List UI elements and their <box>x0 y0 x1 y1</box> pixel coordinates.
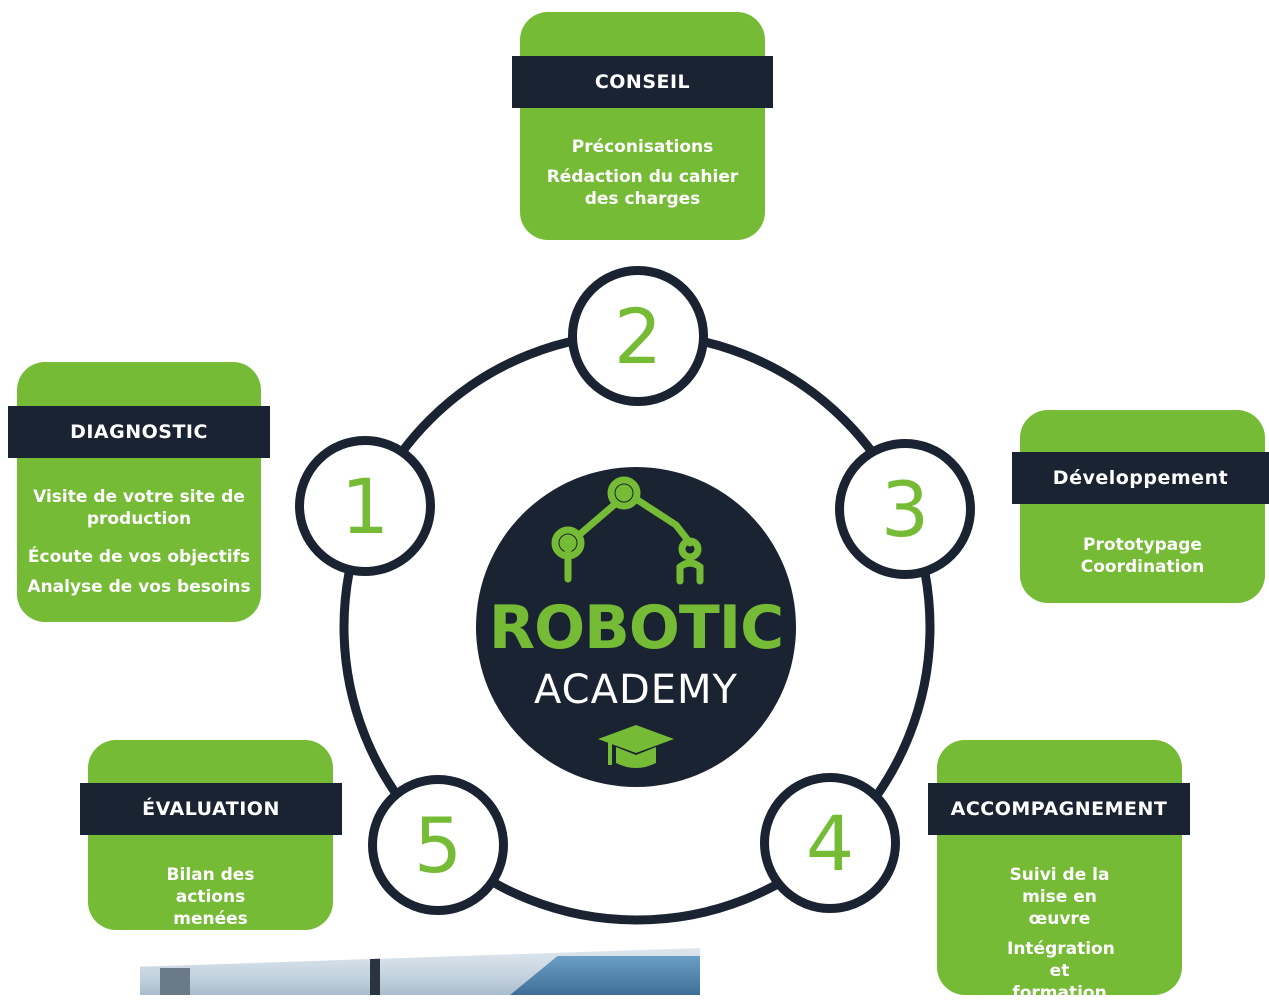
step-3-card: Prototypage Coordination <box>1020 410 1265 603</box>
step-4-card: Suivi de la mise en œuvre Intégration et… <box>937 740 1182 1003</box>
step-5-item-1: Bilan des actions menées <box>166 865 255 929</box>
step-4-number: 4 <box>760 773 900 913</box>
step-2-item-1: Préconisations <box>571 137 714 157</box>
step-1-item-3: Analyse de vos besoins <box>27 577 251 597</box>
step-5-number: 5 <box>368 775 508 915</box>
step-5-title: ÉVALUATION <box>80 783 342 835</box>
step-2-number: 2 <box>568 266 708 406</box>
robotic-academy-logo: ROBOTIC ACADEMY <box>476 467 796 787</box>
step-1-item-1: Visite de votre site de production <box>33 487 245 529</box>
step-1-number: 1 <box>295 436 435 576</box>
step-4-item-2: Intégration et formation <box>1007 939 1115 1003</box>
step-3-title: Développement <box>1012 452 1269 504</box>
step-4-title: ACCOMPAGNEMENT <box>928 783 1190 835</box>
graduation-cap-icon <box>598 725 674 768</box>
step-2-card: Préconisations Rédaction du cahier des c… <box>520 12 765 240</box>
step-3-item-2: Coordination <box>1080 557 1205 577</box>
step-2-title: CONSEIL <box>512 56 773 108</box>
step-1-title: DIAGNOSTIC <box>8 406 270 458</box>
step-2-item-2: Rédaction du cahier des charges <box>546 167 739 209</box>
step-1-card: Visite de votre site de production Écout… <box>17 362 261 622</box>
step-1-item-2: Écoute de vos objectifs <box>27 547 251 567</box>
step-4-item-1: Suivi de la mise en œuvre <box>1009 865 1110 929</box>
step-3-item-1: Prototypage <box>1083 535 1202 555</box>
logo-line1: ROBOTIC <box>488 593 784 663</box>
robot-arm-icon <box>551 476 704 585</box>
logo-line2: ACADEMY <box>534 667 738 713</box>
step-5-card: Bilan des actions menées <box>88 740 333 930</box>
step-3-number: 3 <box>835 439 975 579</box>
